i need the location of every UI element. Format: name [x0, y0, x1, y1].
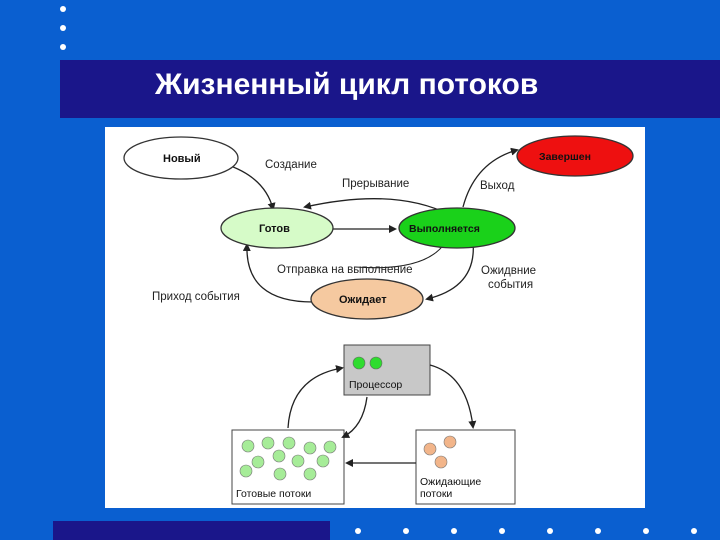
processor-box [343, 344, 431, 396]
ready-thread-dot [261, 436, 275, 450]
processor-thread-dot [369, 356, 383, 370]
state-waiting-label: Ожидает [339, 294, 387, 306]
state-done [516, 135, 634, 177]
processor-label: Процессор [349, 379, 402, 391]
thread-lifecycle-diagram: Новый Готов Выполняется Завершен Ожидает… [123, 135, 634, 505]
arrow-wait-event [425, 241, 474, 302]
state-new [123, 136, 239, 180]
decorative-dot [60, 25, 66, 31]
ready-thread-dot [241, 439, 255, 453]
waiting-thread-dot [434, 455, 448, 469]
state-done-label: Завершен [539, 151, 591, 163]
transition-wait-event-label-2: события [488, 279, 533, 291]
decorative-dot [355, 528, 361, 534]
waiting-thread-dot [443, 435, 457, 449]
arrow-running-to-waiting-line [354, 242, 446, 269]
decorative-dot [691, 528, 697, 534]
diagram-panel: Новый Готов Выполняется Завершен Ожидает… [105, 127, 645, 508]
decorative-dot [60, 44, 66, 50]
decorative-dot [595, 528, 601, 534]
state-waiting [310, 278, 424, 320]
ready-threads-label: Готовые потоки [236, 488, 311, 500]
ready-thread-dot [303, 467, 317, 481]
decorative-dot [451, 528, 457, 534]
ready-thread-dot [239, 464, 253, 478]
arrow-exit [462, 147, 519, 208]
waiting-thread-dot [423, 442, 437, 456]
bottom-band [53, 521, 330, 540]
transition-interrupt-label: Прерывание [342, 178, 409, 190]
arrow-processor-to-ready [341, 396, 368, 438]
ready-thread-dot [251, 455, 265, 469]
arrow-ready-to-processor [287, 365, 344, 429]
ready-thread-dots [239, 436, 337, 481]
decorative-dot [403, 528, 409, 534]
ready-thread-dot [272, 449, 286, 463]
waiting-threads-box [415, 429, 516, 505]
transition-dispatch-label: Отправка на выполнение [277, 264, 413, 276]
ready-thread-dot [323, 440, 337, 454]
arrow-processor-to-waiting [429, 364, 477, 429]
processor-thread-dot [352, 356, 366, 370]
transition-wait-event-label-1: Ожидвние [481, 265, 536, 277]
state-ready [220, 207, 334, 249]
title-band: Жизненный цикл потоков [60, 60, 720, 118]
arrow-event-arrival [242, 243, 314, 303]
transition-event-arrival-label: Приход события [152, 291, 240, 303]
ready-thread-dot [282, 436, 296, 450]
slide-title: Жизненный цикл потоков [155, 68, 539, 101]
bullet-dots-bottom [355, 528, 715, 538]
ready-thread-dot [291, 454, 305, 468]
decorative-dot [499, 528, 505, 534]
ready-thread-dot [273, 467, 287, 481]
ready-thread-dot [316, 454, 330, 468]
state-ready-label: Готов [259, 223, 290, 235]
decorative-dot [547, 528, 553, 534]
state-new-label: Новый [163, 153, 201, 165]
bullet-dots-top-left [60, 6, 72, 63]
waiting-threads-label-1: Ожидающие [420, 476, 481, 488]
state-running [398, 207, 516, 249]
decorative-dot [643, 528, 649, 534]
decorative-dot [60, 6, 66, 12]
state-running-label: Выполняется [409, 223, 480, 235]
waiting-threads-label-2: потоки [420, 488, 452, 500]
ready-thread-dot [303, 441, 317, 455]
transition-exit-label: Выход [480, 180, 515, 192]
transition-create-label: Создание [265, 159, 317, 171]
